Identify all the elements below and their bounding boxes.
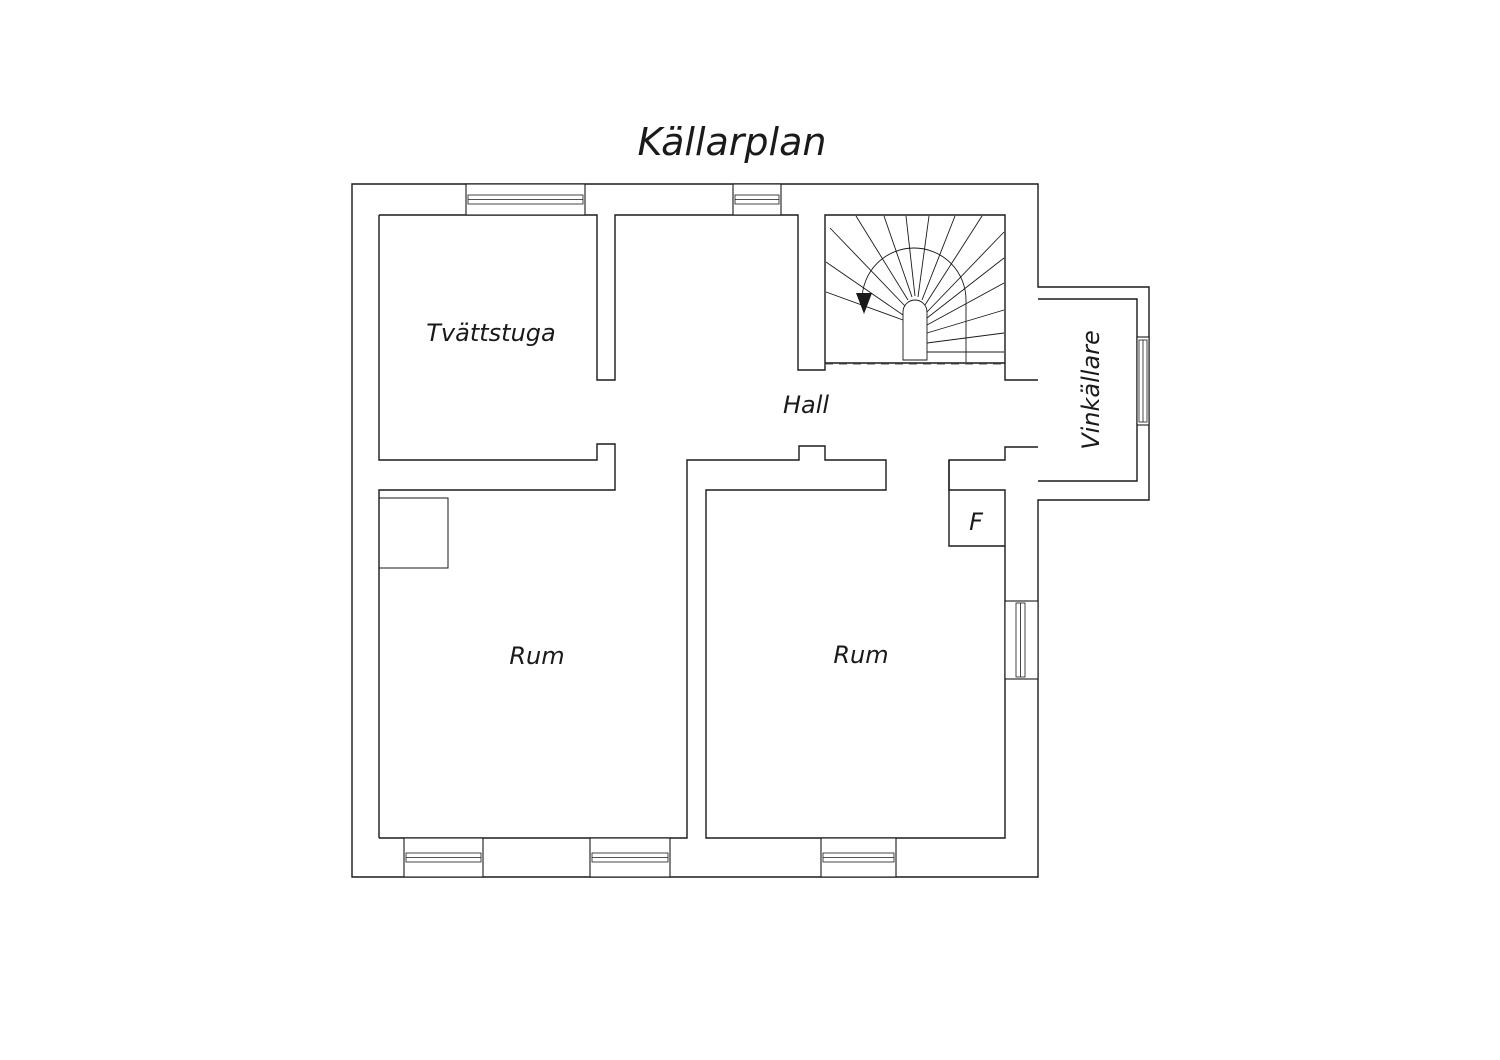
cabinet-box: [378, 497, 449, 569]
exterior-walls: [351, 183, 1150, 878]
fan-shaft: [948, 460, 1005, 547]
plan-title: Källarplan: [638, 120, 827, 164]
window-top-left: [465, 183, 586, 216]
spiral-staircase: [825, 215, 1005, 365]
window-vinkallare: [1136, 336, 1150, 426]
window-right-rum: [1004, 600, 1039, 680]
window-top-middle: [732, 183, 782, 216]
room-label-fan: F: [969, 508, 984, 536]
room-label-tvattstuga: Tvättstuga: [426, 319, 555, 347]
window-bottom-center: [589, 837, 671, 878]
rum-left-walls: [379, 445, 1038, 839]
window-bottom-right: [820, 837, 897, 878]
room-label-hall: Hall: [783, 391, 829, 419]
room-label-vinkallare: Vinkällare: [1077, 330, 1105, 450]
window-bottom-left: [403, 837, 484, 878]
room-label-rum-left: Rum: [509, 642, 564, 670]
stair-direction-arrow-icon: [856, 293, 872, 314]
tvattstuga-walls: [378, 214, 1038, 838]
room-label-rum-right: Rum: [833, 641, 888, 669]
